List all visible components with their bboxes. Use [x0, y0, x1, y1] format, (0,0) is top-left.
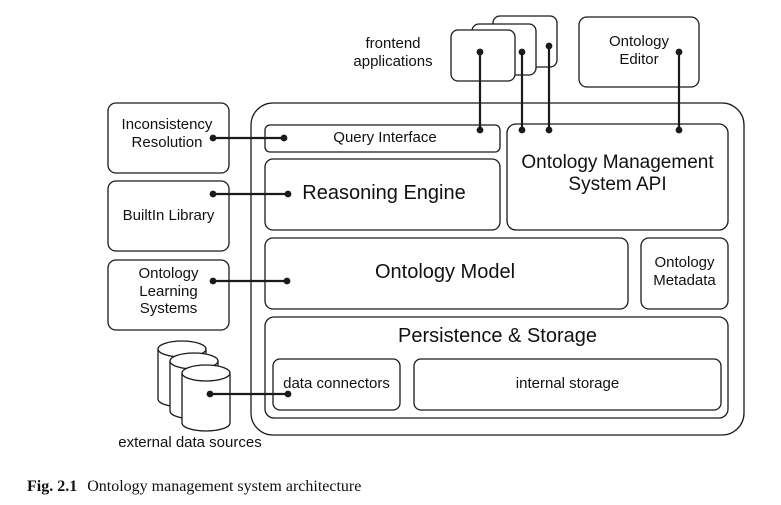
internal-storage-label: internal storage — [515, 375, 620, 392]
oms-api-label: Ontology Management System API — [521, 152, 714, 196]
figure-caption-text: Ontology management system architecture — [87, 478, 362, 495]
ontology-metadata-box — [640, 237, 729, 310]
connection-points — [206, 42, 683, 398]
query-interface-label: Query Interface — [333, 129, 437, 146]
inconsistency-resolution-label: Inconsistency Resolution — [121, 116, 213, 151]
ontology-editor-box — [578, 16, 700, 88]
persistence-storage-label: Persistence & Storage — [398, 325, 597, 347]
builtin-library-box — [107, 180, 230, 252]
reasoning-engine-label: Reasoning Engine — [302, 182, 466, 204]
oms-api-box — [506, 123, 729, 231]
ontology-learning-box — [107, 259, 230, 331]
figure-caption: Fig. 2.1 Ontology management system archi… — [27, 478, 361, 496]
ontology-model-box — [264, 237, 629, 310]
database-cylinder-icon — [181, 364, 231, 432]
figure-number: Fig. 2.1 — [27, 478, 78, 495]
builtin-library-label: BuiltIn Library — [122, 207, 215, 224]
connector-lines — [210, 46, 681, 396]
ontology-model-label: Ontology Model — [374, 261, 516, 283]
frontend-applications-label: frontend applications — [353, 35, 433, 70]
external-data-sources-label: external data sources — [118, 434, 262, 451]
data-connectors-box — [272, 358, 401, 411]
frontend-app-box-front — [450, 29, 516, 82]
internal-storage-box — [413, 358, 722, 411]
data-connectors-label: data connectors — [283, 375, 390, 392]
ontology-editor-label: Ontology Editor — [608, 33, 670, 68]
ontology-metadata-label: Ontology Metadata — [653, 254, 716, 289]
ontology-learning-systems-label: Ontology Learning Systems — [138, 265, 199, 318]
